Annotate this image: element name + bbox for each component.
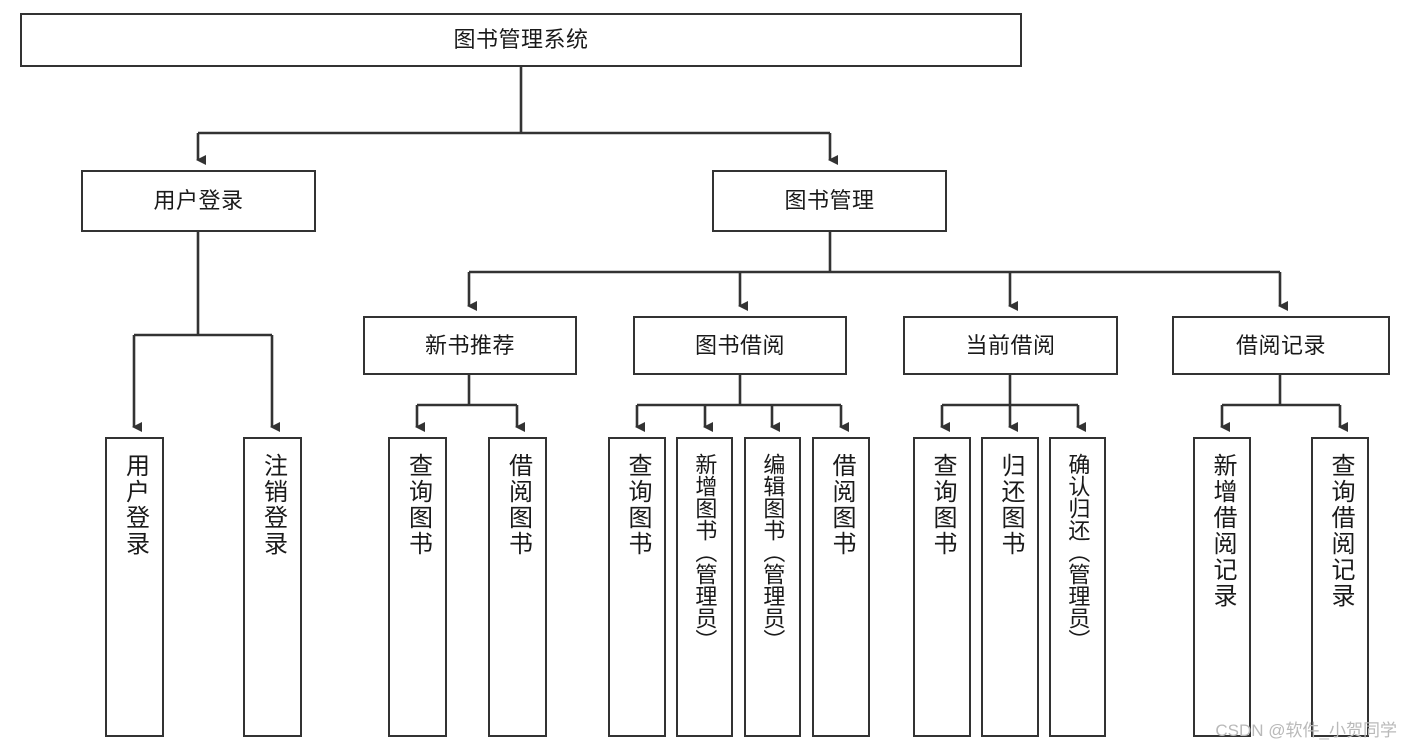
node-label: 确认归还（管理员） (1065, 453, 1091, 651)
node-label: 图书借阅 (694, 332, 785, 358)
node-book-management[interactable]: 图书管理 (712, 170, 947, 232)
node-label: 注销登录 (259, 453, 287, 557)
node-label: 当前借阅 (965, 332, 1056, 358)
node-label: 新书推荐 (424, 332, 515, 358)
node-leaf-add-book-admin[interactable]: 新增图书（管理员） (676, 437, 733, 737)
watermark-csdn: CSDN @软件_小贺同学 (1215, 721, 1397, 740)
node-label: 图书管理 (784, 188, 875, 214)
node-leaf-query-book-recommend[interactable]: 查询图书 (388, 437, 447, 737)
node-leaf-add-borrow-record[interactable]: 新增借阅记录 (1193, 437, 1251, 737)
node-leaf-query-book-current[interactable]: 查询图书 (913, 437, 971, 737)
node-leaf-query-book-borrow[interactable]: 查询图书 (608, 437, 666, 737)
node-label: 查询借阅记录 (1326, 453, 1354, 609)
node-leaf-borrow-book-recommend[interactable]: 借阅图书 (488, 437, 547, 737)
node-leaf-user-login[interactable]: 用户登录 (105, 437, 164, 737)
node-label: 借阅记录 (1235, 332, 1326, 358)
node-label: 借阅图书 (504, 453, 532, 557)
node-label: 查询图书 (928, 453, 956, 557)
node-label: 新增图书（管理员） (692, 453, 718, 651)
node-leaf-confirm-return-admin[interactable]: 确认归还（管理员） (1049, 437, 1106, 737)
node-label: 图书管理系统 (453, 27, 589, 53)
node-root-book-management-system[interactable]: 图书管理系统 (20, 13, 1022, 67)
node-leaf-query-borrow-record[interactable]: 查询借阅记录 (1311, 437, 1369, 737)
node-leaf-edit-book-admin[interactable]: 编辑图书（管理员） (744, 437, 801, 737)
node-current-borrow[interactable]: 当前借阅 (903, 316, 1118, 375)
node-leaf-borrow-book-borrow[interactable]: 借阅图书 (812, 437, 870, 737)
node-label: 用户登录 (121, 453, 149, 557)
node-label: 新增借阅记录 (1208, 453, 1236, 609)
node-book-borrow[interactable]: 图书借阅 (633, 316, 847, 375)
node-label: 归还图书 (996, 453, 1024, 557)
node-borrow-record[interactable]: 借阅记录 (1172, 316, 1390, 375)
node-leaf-logout-login[interactable]: 注销登录 (243, 437, 302, 737)
node-user-login[interactable]: 用户登录 (81, 170, 316, 232)
node-label: 用户登录 (153, 188, 244, 214)
node-label: 借阅图书 (827, 453, 855, 557)
node-label: 查询图书 (404, 453, 432, 557)
node-label: 查询图书 (623, 453, 651, 557)
node-new-book-recommend[interactable]: 新书推荐 (363, 316, 577, 375)
node-leaf-return-book[interactable]: 归还图书 (981, 437, 1039, 737)
node-label: 编辑图书（管理员） (760, 453, 786, 651)
